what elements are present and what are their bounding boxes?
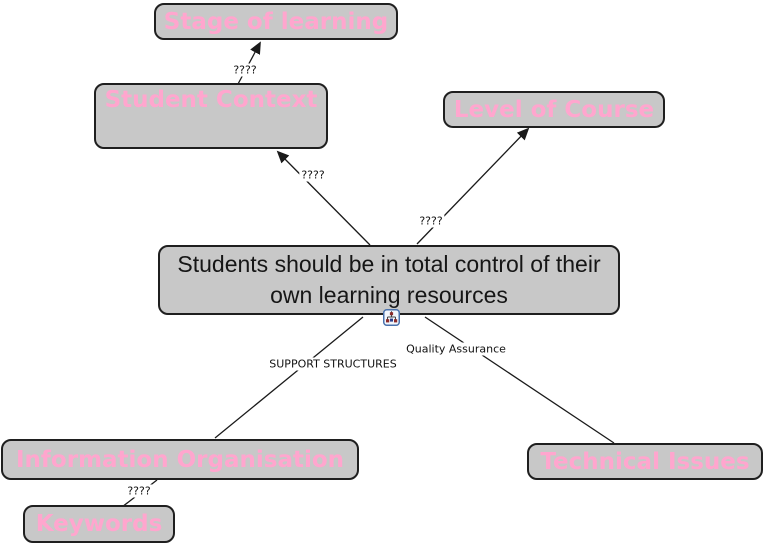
concept-map-resource-icon[interactable]: [383, 309, 400, 326]
concept-node-technical-issues[interactable]: Technical Issues: [527, 443, 763, 480]
link-label-student-context-to-stage-of-learning[interactable]: ????: [231, 63, 259, 77]
link-label-information-organisation-to-keywords[interactable]: ????: [125, 484, 153, 498]
link-label-main-concept-to-information-organisation[interactable]: SUPPORT STRUCTURES: [267, 357, 399, 371]
connector-line-main-concept-to-technical-issues: [424, 316, 615, 444]
concept-node-information-organisation[interactable]: Information Organisation: [1, 439, 359, 480]
concept-node-student-context[interactable]: Student Context: [94, 83, 328, 149]
link-label-main-concept-to-technical-issues[interactable]: Quality Assurance: [404, 342, 508, 356]
concept-node-stage-of-learning[interactable]: Stage of learning: [154, 3, 398, 40]
concept-node-level-of-course[interactable]: Level of Course: [443, 91, 665, 128]
concept-node-keywords[interactable]: Keywords: [23, 505, 175, 543]
concept-node-main-concept[interactable]: Students should be in total control of t…: [158, 245, 620, 315]
link-label-main-concept-to-student-context[interactable]: ????: [299, 168, 327, 182]
nested-map-glyph: [383, 309, 400, 326]
link-label-main-concept-to-level-of-course[interactable]: ????: [417, 214, 445, 228]
connector-line-main-concept-to-information-organisation: [214, 316, 364, 439]
connector-line-main-concept-to-student-context: [276, 150, 371, 246]
